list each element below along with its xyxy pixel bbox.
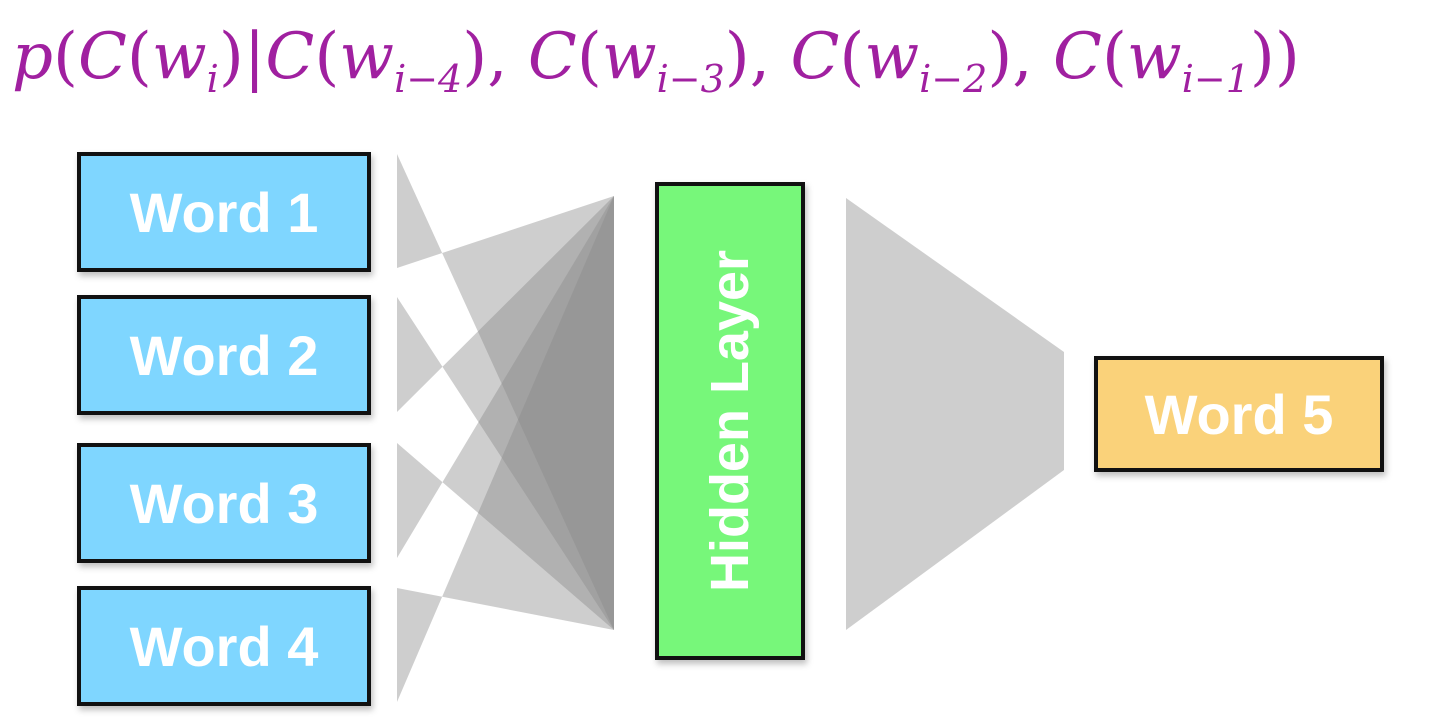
input-word-2-label: Word 2 [129, 323, 319, 387]
hidden-layer-label: Hidden Layer [700, 249, 760, 593]
connection-word1-to-hidden [397, 154, 614, 630]
input-word-3-label: Word 3 [129, 471, 319, 535]
connection-hidden-to-output [846, 198, 1064, 630]
input-word-3-box: Word 3 [77, 443, 371, 563]
input-word-4-box: Word 4 [77, 586, 371, 706]
input-word-1-label: Word 1 [129, 180, 319, 244]
connection-word2-to-hidden [397, 196, 614, 630]
hidden-layer-box: Hidden Layer [655, 182, 805, 660]
connection-word3-to-hidden [397, 196, 614, 630]
formula-term-2: C(wi−3), [527, 20, 771, 101]
input-word-1-box: Word 1 [77, 152, 371, 272]
input-word-4-label: Word 4 [129, 614, 319, 678]
formula-term-4: C(wi−1)) [1052, 20, 1300, 101]
formula-term-0: (C(wi)| [52, 20, 266, 101]
output-word-5-box: Word 5 [1094, 356, 1384, 472]
input-word-2-box: Word 2 [77, 295, 371, 415]
formula-term-3: C(wi−2), [790, 20, 1033, 101]
formula-p: p [12, 20, 53, 94]
output-word-5-label: Word 5 [1144, 382, 1334, 446]
connection-word4-to-hidden [397, 196, 614, 702]
formula-term-1: C(wi−4), [265, 20, 508, 101]
probability-formula: p(C(wi)|C(wi−4), C(wi−3), C(wi−2), C(wi−… [0, 0, 1444, 130]
formula-line: p(C(wi)|C(wi−4), C(wi−3), C(wi−2), C(wi−… [12, 20, 1300, 101]
